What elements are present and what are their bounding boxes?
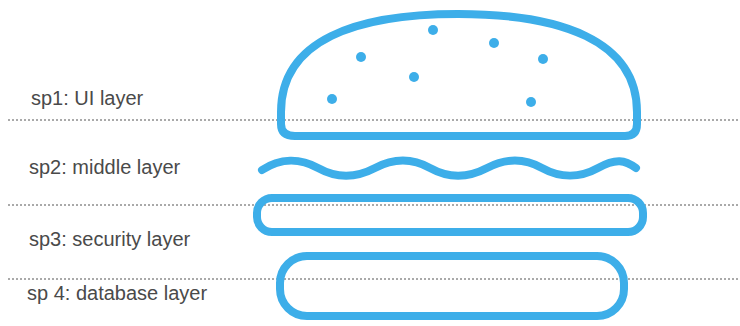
sesame-seed [356, 52, 366, 62]
divider-line [8, 120, 740, 121]
patty [257, 198, 643, 232]
sesame-seed [526, 97, 536, 107]
sesame-seed [428, 25, 438, 35]
divider-line [8, 279, 740, 280]
layer-label: sp1: UI layer [31, 87, 143, 110]
bottom-bun [280, 256, 624, 316]
divider-line [8, 205, 740, 206]
sesame-seed [327, 94, 337, 104]
sesame-seed [538, 54, 548, 64]
layer-label: sp2: middle layer [29, 156, 180, 179]
lettuce-wave [262, 161, 636, 176]
sesame-seed [409, 72, 419, 82]
top-bun [281, 14, 637, 136]
layer-label: sp 4: database layer [27, 282, 207, 305]
sesame-seed [489, 38, 499, 48]
layer-label: sp3: security layer [29, 228, 190, 251]
